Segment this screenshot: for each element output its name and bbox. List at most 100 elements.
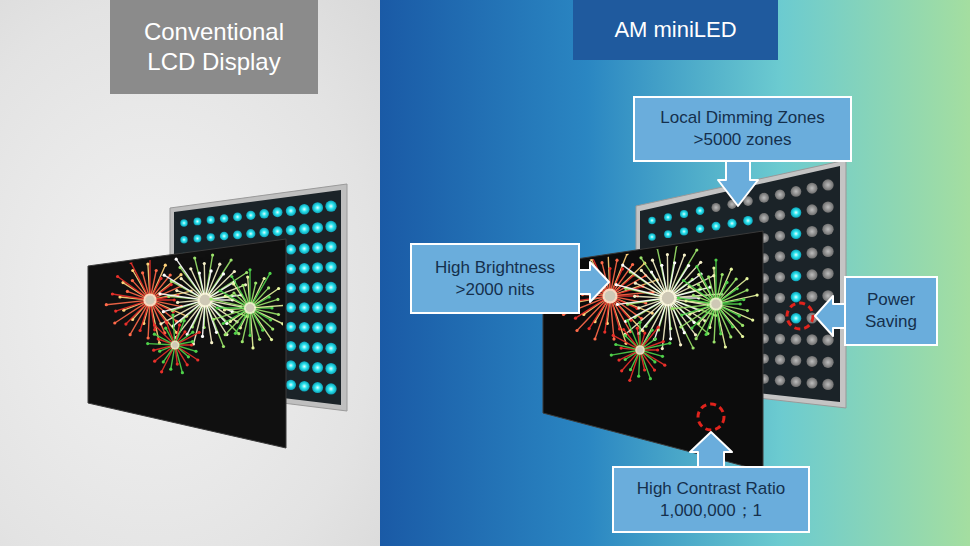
firework-spark	[695, 248, 698, 251]
firework-spark	[113, 321, 116, 324]
lit-led	[325, 241, 336, 252]
firework-spark	[622, 328, 625, 331]
firework-spark	[741, 335, 744, 338]
firework-spark	[245, 271, 248, 274]
firework-spark	[669, 337, 672, 340]
firework-spark	[713, 340, 716, 343]
firework-spark	[165, 320, 168, 323]
firework-spark	[176, 349, 183, 373]
firework-spark	[626, 319, 629, 322]
firework-spark	[630, 354, 639, 381]
lit-led	[791, 249, 802, 260]
firework-spark	[643, 368, 646, 371]
lit-led	[286, 380, 296, 390]
firework-spark	[663, 364, 666, 367]
firework-spark	[674, 276, 714, 295]
firework-spark	[160, 370, 163, 373]
firework-spark	[148, 305, 150, 338]
lit-led	[180, 219, 187, 226]
dimmed-led	[775, 334, 785, 344]
panel-heading: Conventional LCD Display	[110, 0, 318, 94]
firework-core	[709, 297, 722, 310]
firework-spark	[252, 273, 270, 303]
lit-led	[286, 302, 296, 312]
lit-led	[325, 221, 336, 232]
firework-spark	[746, 309, 749, 312]
firework-spark	[670, 305, 681, 345]
firework-spark	[155, 269, 158, 272]
firework-spark	[692, 346, 695, 349]
firework-spark	[178, 332, 199, 343]
dimmed-led	[822, 224, 833, 235]
firework-spark	[615, 283, 618, 286]
firework-spark	[146, 262, 149, 265]
firework-spark	[166, 322, 173, 342]
firework-spark	[173, 315, 175, 341]
firework-spark	[198, 331, 201, 334]
firework-spark	[175, 258, 178, 261]
firework-spark	[697, 267, 714, 300]
firework-spark	[628, 321, 639, 347]
lit-led	[273, 226, 283, 236]
firework-spark	[204, 264, 206, 295]
dimmed-led	[712, 203, 721, 212]
firework-spark	[634, 282, 637, 285]
firework-spark	[719, 332, 722, 335]
firework-spark	[715, 260, 716, 299]
lit-led	[299, 302, 310, 313]
dimmed-led	[807, 269, 818, 280]
firework-spark	[139, 329, 142, 332]
firework-spark	[695, 337, 698, 340]
callout-box: High Contrast Ratio1,000,000；1	[612, 466, 810, 533]
dimmed-led	[775, 251, 785, 261]
firework-spark	[608, 253, 610, 290]
lit-led	[312, 382, 323, 393]
firework-spark	[196, 358, 199, 361]
dimmed-led	[775, 189, 785, 199]
dimmed-led	[775, 272, 785, 282]
lit-led	[312, 222, 323, 233]
dimmed-led	[822, 379, 833, 390]
firework-spark	[191, 331, 194, 334]
firework-spark	[277, 313, 280, 316]
firework-spark	[574, 317, 577, 320]
lit-led	[207, 216, 215, 224]
firework-core	[635, 345, 645, 355]
firework-spark	[206, 306, 212, 343]
firework-spark	[232, 277, 248, 304]
node-heading: High Contrast Ratio	[637, 478, 785, 500]
firework-spark	[656, 247, 659, 250]
firework-spark	[751, 319, 754, 322]
firework-spark	[736, 287, 739, 290]
firework-spark	[268, 295, 271, 298]
lit-led	[325, 302, 336, 313]
firework-spark	[152, 349, 155, 352]
firework-spark	[612, 338, 615, 341]
dimmed-led	[791, 334, 802, 345]
firework-spark	[173, 298, 176, 301]
firework-spark	[721, 300, 744, 304]
firework-spark	[210, 282, 234, 297]
lit-led	[286, 244, 296, 254]
lit-led	[299, 342, 310, 353]
firework-spark	[251, 346, 254, 349]
firework-spark	[625, 336, 637, 348]
dimmed-led	[791, 186, 802, 197]
firework-spark	[151, 305, 159, 343]
firework-spark	[712, 266, 715, 269]
lit-led	[299, 322, 310, 333]
firework-spark	[673, 261, 676, 264]
firework-spark	[621, 267, 624, 270]
lit-led	[312, 302, 323, 313]
firework-spark	[729, 335, 732, 338]
power-marker	[787, 303, 813, 329]
firework-spark	[281, 322, 284, 325]
firework-spark	[705, 333, 708, 336]
firework-spark	[610, 354, 613, 357]
dimmed-led	[807, 291, 818, 302]
firework-spark	[709, 277, 715, 299]
firework-spark	[183, 319, 186, 322]
lit-led	[259, 228, 269, 238]
firework-spark	[683, 254, 686, 257]
firework-spark	[141, 271, 144, 274]
